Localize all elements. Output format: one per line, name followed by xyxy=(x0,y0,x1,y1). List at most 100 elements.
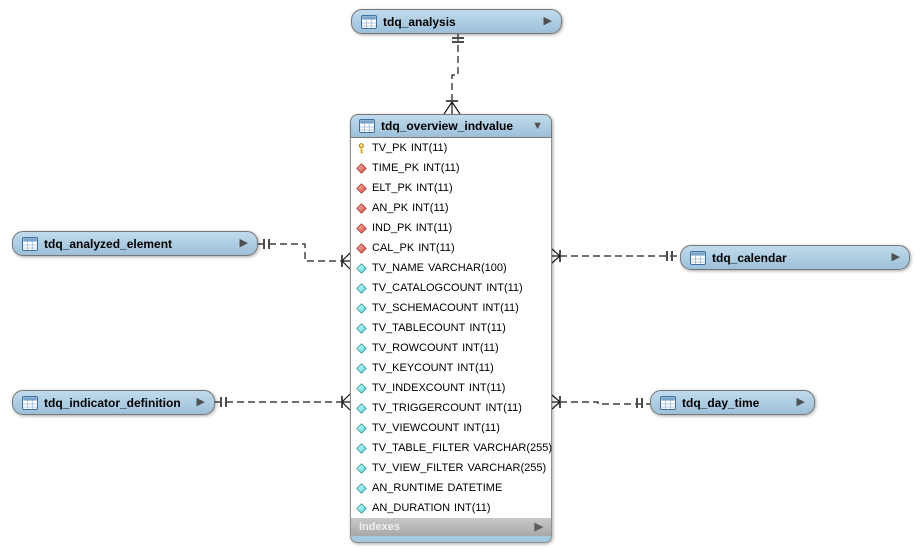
table-row[interactable]: AN_DURATION INT(11) xyxy=(351,498,551,518)
column-icon xyxy=(356,283,367,294)
table-node-tdq-overview-indvalue[interactable]: tdq_overview_indvalue ▼ TV_PK INT(11) TI… xyxy=(350,114,552,543)
relationship-line[interactable] xyxy=(258,243,342,262)
table-icon xyxy=(690,251,706,265)
relationship-indicator-definition-overview[interactable] xyxy=(215,393,351,411)
table-name: tdq_calendar xyxy=(712,250,787,265)
relationship-line[interactable] xyxy=(560,401,650,405)
table-row[interactable]: ELT_PK INT(11) xyxy=(351,178,551,198)
expand-arrow-icon[interactable]: ▶ xyxy=(543,15,552,27)
table-row[interactable]: TV_PK INT(11) xyxy=(351,138,551,158)
column-name: TV_NAME xyxy=(372,262,424,274)
column-icon xyxy=(356,503,367,514)
table-icon xyxy=(361,15,377,29)
column-type: INT(11) xyxy=(454,502,491,514)
table-row[interactable]: CAL_PK INT(11) xyxy=(351,238,551,258)
column-list: TV_PK INT(11) TIME_PK INT(11) ELT_PK INT… xyxy=(350,138,552,518)
table-row[interactable]: AN_PK INT(11) xyxy=(351,198,551,218)
table-header[interactable]: tdq_overview_indvalue ▼ xyxy=(350,114,552,138)
table-row[interactable]: TV_INDEXCOUNT INT(11) xyxy=(351,378,551,398)
table-node-tdq-indicator-definition[interactable]: tdq_indicator_definition ▶ xyxy=(12,390,215,415)
table-row[interactable]: TV_NAME VARCHAR(100) xyxy=(351,258,551,278)
column-type: INT(11) xyxy=(415,222,453,234)
column-name: TIME_PK xyxy=(372,162,420,174)
table-row[interactable]: TIME_PK INT(11) xyxy=(351,158,551,178)
indexes-label: Indexes xyxy=(359,521,400,533)
column-name: TV_TABLECOUNT xyxy=(372,322,466,334)
foreign-key-icon xyxy=(356,163,367,174)
table-name: tdq_analysis xyxy=(383,14,456,29)
column-type: VARCHAR(100) xyxy=(427,262,507,274)
table-icon xyxy=(22,396,38,410)
foreign-key-icon xyxy=(356,183,367,194)
table-row[interactable]: IND_PK INT(11) xyxy=(351,218,551,238)
expand-arrow-icon[interactable]: ▶ xyxy=(891,251,900,263)
column-icon xyxy=(356,263,367,274)
table-icon xyxy=(22,237,38,251)
column-type: INT(11) xyxy=(418,242,455,254)
column-type: INT(11) xyxy=(416,182,453,194)
crow-foot-many xyxy=(341,393,351,411)
column-name: TV_KEYCOUNT xyxy=(372,362,454,374)
crow-foot-many xyxy=(551,248,561,264)
column-name: TV_SCHEMACOUNT xyxy=(372,302,479,314)
column-type: INT(11) xyxy=(482,302,519,314)
column-name: CAL_PK xyxy=(372,242,415,254)
table-row[interactable]: AN_RUNTIME DATETIME xyxy=(351,478,551,498)
table-row[interactable]: TV_TABLE_FILTER VARCHAR(255) xyxy=(351,438,552,458)
table-row[interactable]: TV_CATALOGCOUNT INT(11) xyxy=(351,278,551,298)
table-row[interactable]: TV_ROWCOUNT INT(11) xyxy=(351,338,551,358)
table-icon xyxy=(359,119,375,133)
column-icon xyxy=(356,323,367,334)
collapse-arrow-icon[interactable]: ▼ xyxy=(532,119,543,132)
expand-arrow-icon[interactable]: ▶ xyxy=(796,396,805,408)
expand-arrow-icon[interactable]: ▶ xyxy=(196,396,205,408)
table-row[interactable]: TV_TABLECOUNT INT(11) xyxy=(351,318,551,338)
column-name: AN_PK xyxy=(372,202,409,214)
table-icon xyxy=(660,396,676,410)
cardinality-one-ticks xyxy=(446,37,464,102)
relationship-calendar-overview[interactable] xyxy=(551,248,680,264)
table-node-tdq-analysis[interactable]: tdq_analysis ▶ xyxy=(351,9,562,34)
expand-arrow-icon[interactable]: ▶ xyxy=(534,520,543,533)
column-icon xyxy=(356,303,367,314)
indexes-section[interactable]: Indexes ▶ xyxy=(350,518,552,536)
table-row[interactable]: TV_VIEW_FILTER VARCHAR(255) xyxy=(351,458,551,478)
table-name: tdq_overview_indvalue xyxy=(381,119,514,133)
table-node-tdq-calendar[interactable]: tdq_calendar ▶ xyxy=(680,245,910,270)
column-name: TV_PK xyxy=(372,142,407,154)
column-name: TV_ROWCOUNT xyxy=(372,342,459,354)
foreign-key-icon xyxy=(356,223,367,234)
column-name: ELT_PK xyxy=(372,182,413,194)
table-node-tdq-analyzed-element[interactable]: tdq_analyzed_element ▶ xyxy=(12,231,258,256)
table-row[interactable]: TV_SCHEMACOUNT INT(11) xyxy=(351,298,551,318)
crow-foot-many xyxy=(443,101,461,115)
column-name: TV_TABLE_FILTER xyxy=(372,442,470,454)
column-type: INT(11) xyxy=(469,322,506,334)
column-name: AN_RUNTIME xyxy=(372,482,444,494)
column-type: VARCHAR(255) xyxy=(467,462,547,474)
column-icon xyxy=(356,423,367,434)
column-name: IND_PK xyxy=(372,222,412,234)
table-name: tdq_analyzed_element xyxy=(44,236,173,251)
expand-arrow-icon[interactable]: ▶ xyxy=(239,237,248,249)
table-name: tdq_day_time xyxy=(682,395,760,410)
relationship-line[interactable] xyxy=(451,34,459,101)
relationship-day-time-overview[interactable] xyxy=(551,394,650,410)
relationship-analysis-overview[interactable] xyxy=(443,34,464,115)
foreign-key-icon xyxy=(356,203,367,214)
table-row[interactable]: TV_VIEWCOUNT INT(11) xyxy=(351,418,551,438)
table-bottom-strip xyxy=(350,536,552,543)
column-type: INT(11) xyxy=(485,402,522,414)
crow-foot-many xyxy=(341,252,351,270)
column-name: TV_INDEXCOUNT xyxy=(372,382,465,394)
table-row[interactable]: TV_TRIGGERCOUNT INT(11) xyxy=(351,398,551,418)
relationship-analyzed-element-overview[interactable] xyxy=(258,239,351,270)
table-row[interactable]: TV_KEYCOUNT INT(11) xyxy=(351,358,551,378)
column-type: INT(11) xyxy=(412,202,449,214)
foreign-key-icon xyxy=(356,243,367,254)
column-name: TV_VIEW_FILTER xyxy=(372,462,464,474)
column-type: INT(11) xyxy=(462,342,499,354)
table-node-tdq-day-time[interactable]: tdq_day_time ▶ xyxy=(650,390,815,415)
